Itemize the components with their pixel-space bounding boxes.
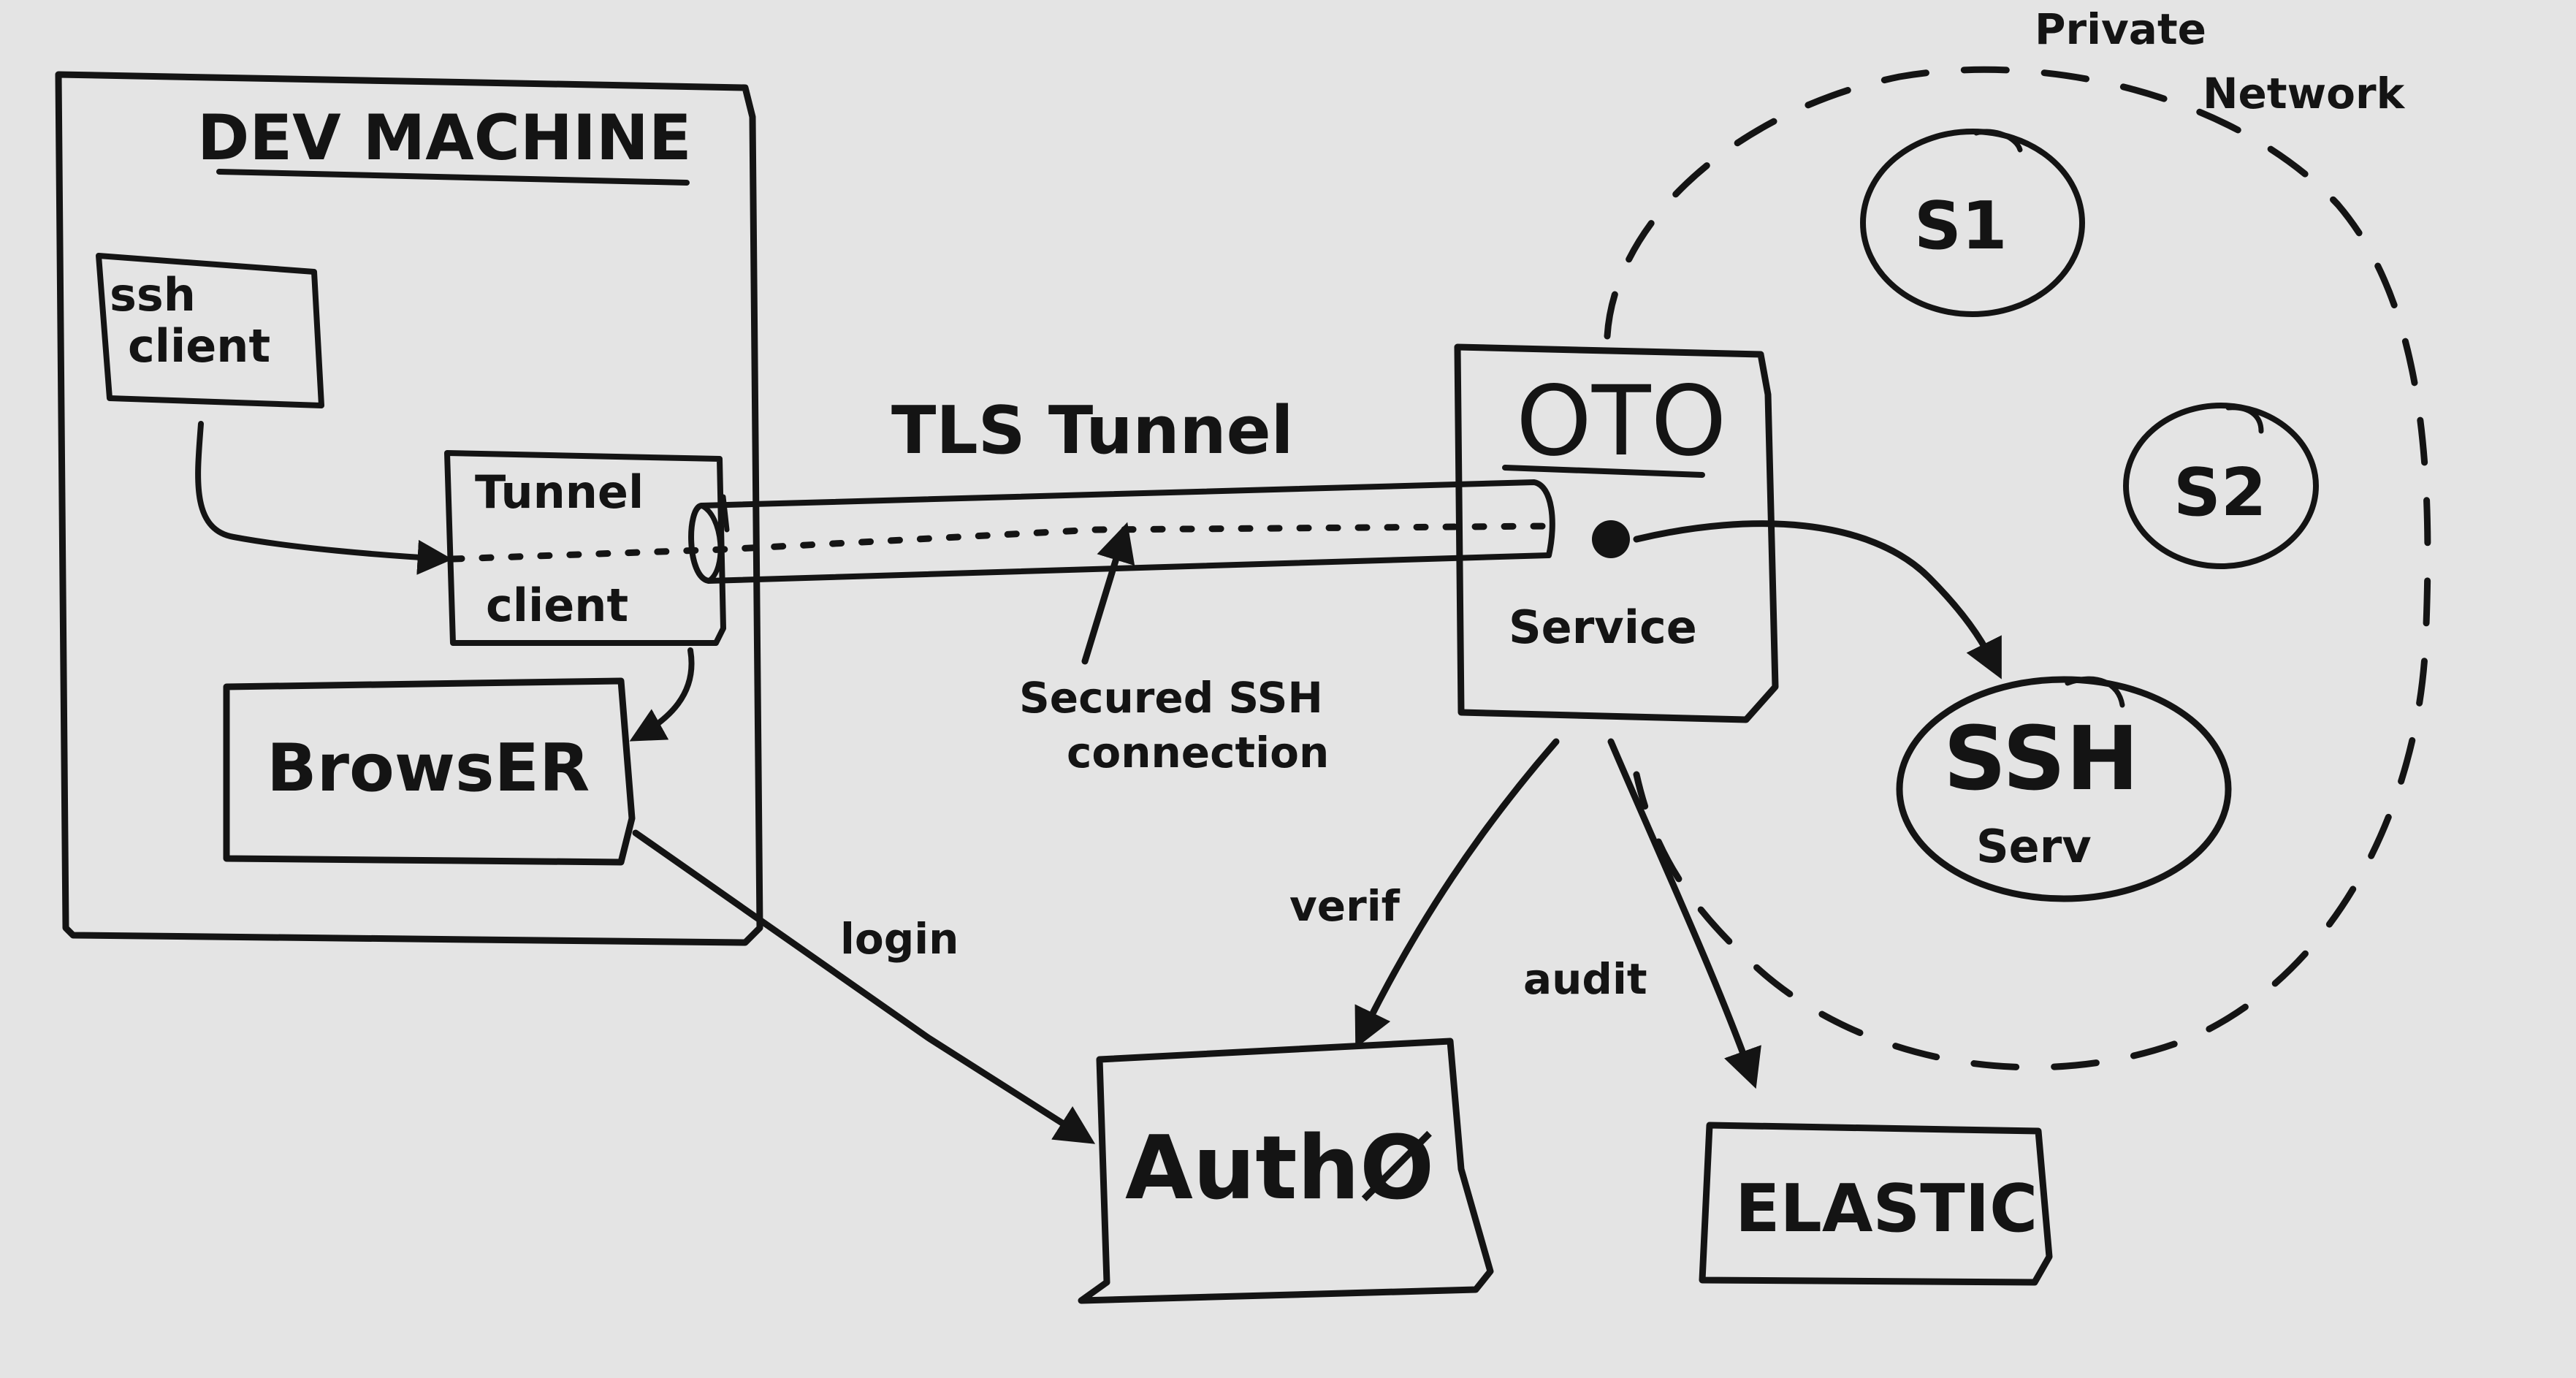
- server-s2-label: S2: [2173, 454, 2266, 531]
- browser-label: BrowsER: [267, 730, 590, 807]
- oto-title: OTO: [1516, 365, 1726, 478]
- tls-tunnel-label: TLS Tunnel: [891, 392, 1294, 469]
- private-network-boundary: [1604, 66, 2431, 1071]
- tls-tunnel: TLS Tunnel Secured SSH connection: [449, 392, 1555, 777]
- private-network-label-line1: Private: [2035, 4, 2206, 54]
- secured-ssh-label-line1: Secured SSH: [1019, 673, 1323, 723]
- dev-machine-title-underline: [216, 169, 690, 186]
- oto-to-elastic-audit-arrow: [1607, 738, 1761, 1089]
- ssh-client-box: ssh client: [96, 253, 324, 408]
- private-network-label-line2: Network: [2203, 69, 2406, 118]
- ssh-to-tunnel-arrow: [195, 421, 453, 575]
- server-s2: S2: [2123, 403, 2319, 569]
- verif-edge-label: verif: [1289, 881, 1401, 931]
- ssh-server-label-line1: SSH: [1943, 709, 2139, 810]
- oto-title-underline: [1502, 465, 1705, 478]
- browser-box: BrowsER: [223, 677, 636, 866]
- ssh-server-label-line2: Serv: [1976, 820, 2092, 873]
- service-to-ssh-server-arrow: [1633, 520, 2002, 680]
- secured-ssh-dotted-line: [449, 522, 1552, 563]
- ssh-client-label-line1: ssh: [110, 268, 196, 321]
- tunnel-client-box: Tunnel client: [444, 450, 726, 646]
- audit-edge-label: audit: [1523, 954, 1647, 1004]
- ssh-server: SSH Serv: [1896, 676, 2232, 902]
- tunnel-to-browser-arrow: [629, 647, 695, 742]
- oto-service-label: Service: [1509, 601, 1697, 654]
- ssh-client-label-line2: client: [128, 319, 270, 373]
- elastic-box: ELASTIC: [1699, 1122, 2053, 1286]
- tunnel-client-label-line2: client: [486, 579, 628, 632]
- elastic-label: ELASTIC: [1735, 1170, 2038, 1247]
- oto-box: OTO Service: [1454, 343, 1779, 723]
- oto-to-auth0-verif-arrow: [1354, 738, 1560, 1048]
- server-s1-label: S1: [1914, 188, 2007, 264]
- auth0-box: AuthØ: [1078, 1038, 1494, 1304]
- tls-tunnel-tube: [688, 479, 1555, 584]
- dev-machine-box: DEV MACHINE: [55, 71, 763, 946]
- auth0-label: AuthØ: [1125, 1118, 1434, 1219]
- server-s1: S1: [1860, 129, 2085, 317]
- tunnel-client-label-line1: Tunnel: [475, 465, 644, 519]
- tls-tunnel-mouth: [698, 503, 723, 584]
- login-edge-label: login: [840, 914, 959, 964]
- secured-ssh-label-line2: connection: [1067, 728, 1329, 777]
- private-network: Private Network S1 S2 SSH Serv: [1604, 4, 2431, 1071]
- browser-to-auth0-login-arrow: [632, 829, 1096, 1144]
- dev-machine-title: DEV MACHINE: [197, 102, 692, 175]
- oto-service-endpoint: [1592, 520, 1630, 558]
- secured-ssh-pointer-arrow: [1081, 522, 1135, 665]
